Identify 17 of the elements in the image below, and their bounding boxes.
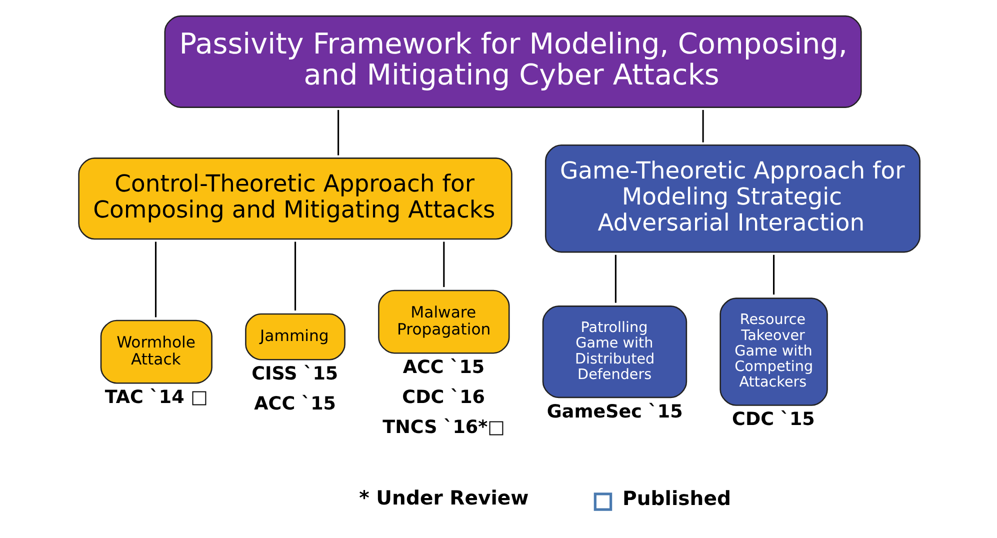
node-label: CISS `15 [251,363,338,384]
node-label: CDC `16 [402,386,484,408]
label: * Under Review [358,486,528,510]
connector [294,242,296,310]
node-label: GameSec `15 [546,401,682,422]
node-label: TNCS `16*□ [382,416,504,438]
connector [442,242,444,288]
legend-label: Published [622,487,730,510]
connector [702,110,704,142]
node-label: ACC `15 [402,356,484,378]
node-label: CDC `15 [732,409,814,430]
connector [154,242,156,318]
node-label: TAC `14 □ [104,386,208,408]
connector [614,254,616,303]
connector [772,254,774,295]
connector [337,110,339,156]
node-label: ACC `15 [254,393,336,414]
